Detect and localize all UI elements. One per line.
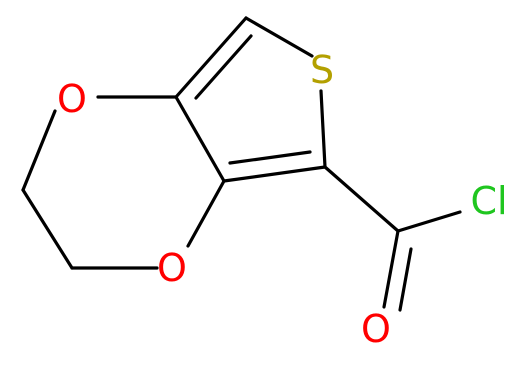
- bonds: [21, 16, 462, 312]
- atom-cl: Cl: [470, 179, 507, 223]
- atom-o-bottom: O: [157, 246, 187, 290]
- bond-c3a-c3-inner: [194, 34, 253, 100]
- bond-obottom-c7a: [186, 179, 226, 248]
- bond-c1-cacyl: [323, 165, 400, 233]
- atom-o-carbonyl: O: [361, 307, 391, 351]
- bond-c7a-c1: [222, 165, 327, 183]
- atom-o-top: O: [57, 77, 87, 121]
- bond-c3-s: [244, 16, 314, 58]
- atom-labels: S O O O Cl: [57, 48, 508, 351]
- bond-cacyl-cl: [396, 210, 462, 233]
- bond-otop-ch2: [21, 109, 57, 192]
- bond-cacyl-o-inner: [398, 247, 413, 312]
- bond-c3a-c7a: [174, 95, 226, 183]
- bond-ch2-ch2: [21, 188, 74, 270]
- bond-c7a-c1-inner: [228, 150, 312, 165]
- bond-cacyl-o: [382, 229, 400, 309]
- atom-s: S: [310, 48, 334, 92]
- bond-c3a-c3: [174, 16, 248, 99]
- bond-s-c1: [319, 89, 327, 169]
